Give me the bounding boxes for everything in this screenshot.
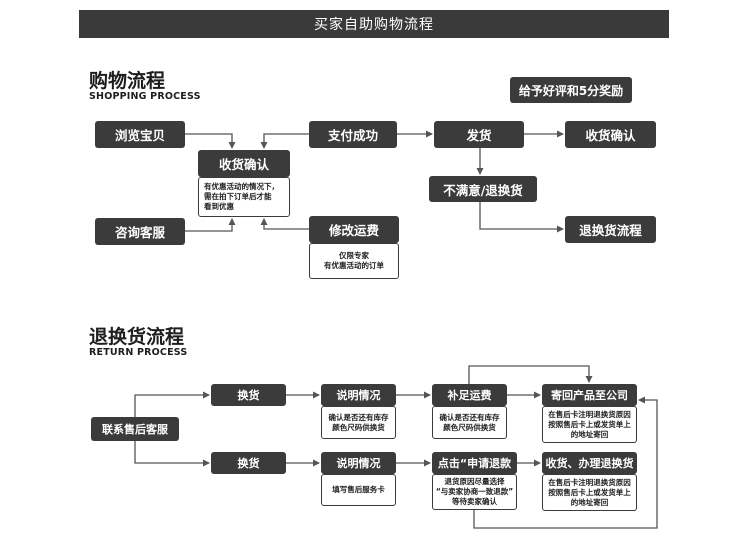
note-line: 颜色尺码供换货	[332, 422, 385, 432]
explain-note-bottom: 填写售后服务卡	[321, 474, 396, 506]
confirm-receipt-note: 有优惠活动的情况下， 需在拍下订单后才能 看到优惠	[198, 177, 290, 217]
note-line: 仅限专家	[339, 251, 369, 260]
arrow-browse-to-confirm	[185, 133, 236, 149]
note-line: 在售后卡注明退换货原因	[548, 409, 631, 419]
add-shipping-box: 补足运费	[432, 384, 507, 406]
shopping-title: 购物流程	[89, 70, 166, 92]
note-line: 填写售后服务卡	[332, 485, 385, 494]
note-line: 确认是否还有库存	[439, 412, 500, 422]
note-line: 退货原因尽量选择	[444, 477, 505, 486]
send-back-note: 在售后卡注明退换货原因 按照售后卡上或发货单上 的地址寄回	[542, 406, 637, 443]
payment-success-box: 支付成功	[309, 121, 397, 148]
arrow-unhappy-to-return-flow	[479, 202, 564, 233]
ship-box: 发货	[434, 121, 524, 148]
explain-note-top: 确认是否还有库存 颜色尺码供换货	[321, 406, 396, 439]
line-contact-branch	[134, 391, 210, 417]
unhappy-return-box: 不满意/退换货	[429, 176, 537, 202]
send-back-box: 寄回产品至公司	[542, 384, 637, 406]
arrow-consult-to-confirm	[185, 218, 236, 232]
return-subtitle: RETURN PROCESS	[89, 347, 188, 358]
reward-box: 给予好评和5分奖励	[510, 77, 632, 103]
note-line: 等待卖家确认	[452, 497, 497, 506]
modify-shipping-box: 修改运费	[309, 216, 399, 243]
apply-refund-box: 点击“申请退款	[432, 452, 517, 474]
apply-refund-note: 退货原因尽量选择 “与卖家协商一致退款” 等待卖家确认	[432, 474, 517, 510]
receive-return-box: 收货、办理退换货	[542, 452, 637, 474]
note-line: 的地址寄回	[570, 497, 609, 507]
arrow-paid-to-confirm	[260, 133, 309, 149]
note-line: “与卖家协商一致退款”	[435, 487, 514, 496]
modify-shipping-note: 仅限专家 有优惠活动的订单	[309, 243, 399, 279]
consult-service-box: 咨询客服	[95, 218, 185, 245]
arrow-explain-skip-to-send-back	[468, 365, 593, 384]
contact-service-box: 联系售后客服	[91, 417, 179, 441]
arrow-modify-to-confirm	[260, 218, 309, 230]
note-line: 的地址寄回	[570, 429, 609, 439]
confirm-receipt-box: 收货确认	[198, 150, 290, 177]
note-line: 需在拍下订单后才能	[204, 192, 272, 201]
exchange-box-top: 换货	[211, 384, 286, 406]
explain-box-top: 说明情况	[321, 384, 396, 406]
note-line: 颜色尺码供换货	[443, 422, 496, 432]
explain-box-bottom: 说明情况	[321, 452, 396, 474]
confirm-receipt-right-box: 收货确认	[565, 121, 656, 148]
note-line: 确认是否还有库存	[328, 412, 389, 422]
note-line: 有优惠活动的订单	[324, 261, 384, 270]
note-line: 有优惠活动的情况下，	[204, 182, 279, 191]
return-title: 退换货流程	[89, 326, 185, 348]
add-shipping-note: 确认是否还有库存 颜色尺码供换货	[432, 406, 507, 439]
note-line: 按照售后卡上或发货单上	[548, 487, 631, 497]
shopping-subtitle: SHOPPING PROCESS	[89, 91, 201, 102]
exchange-box-bottom: 换货	[211, 452, 286, 474]
arrow-apply-refund-loop	[473, 396, 658, 529]
browse-box: 浏览宝贝	[95, 121, 185, 148]
note-line: 看到优惠	[204, 202, 234, 211]
receive-return-note: 在售后卡注明退换货原因 按照售后卡上或发货单上 的地址寄回	[542, 474, 637, 511]
banner-title: 买家自助购物流程	[79, 10, 669, 38]
return-flow-box: 退换货流程	[565, 216, 656, 243]
line-contact-branch-bottom	[134, 441, 210, 467]
note-line: 在售后卡注明退换货原因	[548, 477, 631, 487]
note-line: 按照售后卡上或发货单上	[548, 419, 631, 429]
